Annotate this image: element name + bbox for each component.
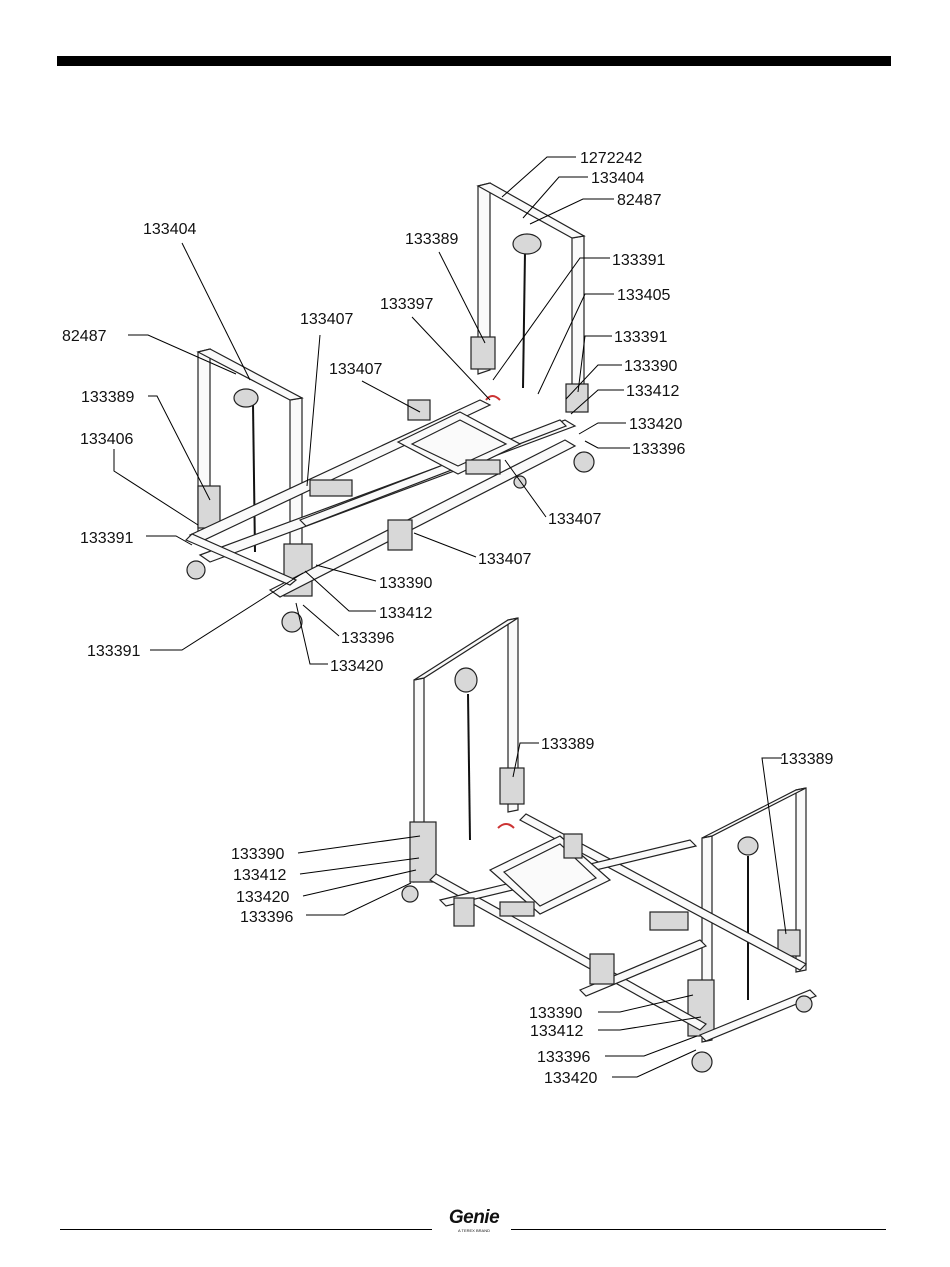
callout-label: 133390 [529, 1005, 582, 1022]
logo-tagline: A TEREX BRAND [440, 1228, 508, 1233]
lower-assembly-drawing [402, 618, 816, 1072]
callout-label: 133404 [143, 221, 196, 238]
callout-label: 133406 [80, 431, 133, 448]
upper-assembly-drawing [186, 183, 594, 632]
callout-label: 133390 [231, 846, 284, 863]
callout-label: 133390 [624, 358, 677, 375]
callout-label: 133397 [380, 296, 433, 313]
callout-label: 133404 [591, 170, 644, 187]
callout-label: 133407 [300, 311, 353, 328]
callout-label: 133412 [233, 867, 286, 884]
callout-label: 133391 [87, 643, 140, 660]
logo-wordmark: Genie [440, 1208, 508, 1228]
callout-label: 133391 [80, 530, 133, 547]
callout-label: 133389 [405, 231, 458, 248]
callout-label: 133412 [530, 1023, 583, 1040]
callout-label: 133391 [612, 252, 665, 269]
callout-label: 133420 [544, 1070, 597, 1087]
callout-label: 133420 [629, 416, 682, 433]
callout-label: 82487 [62, 328, 107, 345]
callout-label: 133407 [329, 361, 382, 378]
callout-label: 133407 [548, 511, 601, 528]
callout-label: 133396 [341, 630, 394, 647]
callout-label: 133396 [632, 441, 685, 458]
callout-labels: 1272242 133404 82487 133404 133389 13339… [62, 150, 833, 1087]
callout-label: 133420 [236, 889, 289, 906]
genie-logo: Genie A TEREX BRAND [440, 1208, 508, 1233]
callout-label: 133396 [240, 909, 293, 926]
callout-label: 133412 [379, 605, 432, 622]
callout-label: 133396 [537, 1049, 590, 1066]
callout-label: 133391 [614, 329, 667, 346]
footer-rule-right [511, 1229, 886, 1230]
callout-label: 133389 [81, 389, 134, 406]
callout-label: 133405 [617, 287, 670, 304]
callout-label: 1272242 [580, 150, 642, 167]
callout-label: 133389 [780, 751, 833, 768]
callout-label: 133390 [379, 575, 432, 592]
callout-label: 133389 [541, 736, 594, 753]
callout-label: 82487 [617, 192, 662, 209]
leader-lines [114, 157, 786, 1077]
callout-label: 133407 [478, 551, 531, 568]
callout-label: 133420 [330, 658, 383, 675]
callout-label: 133412 [626, 383, 679, 400]
footer-rule-left [60, 1229, 432, 1230]
